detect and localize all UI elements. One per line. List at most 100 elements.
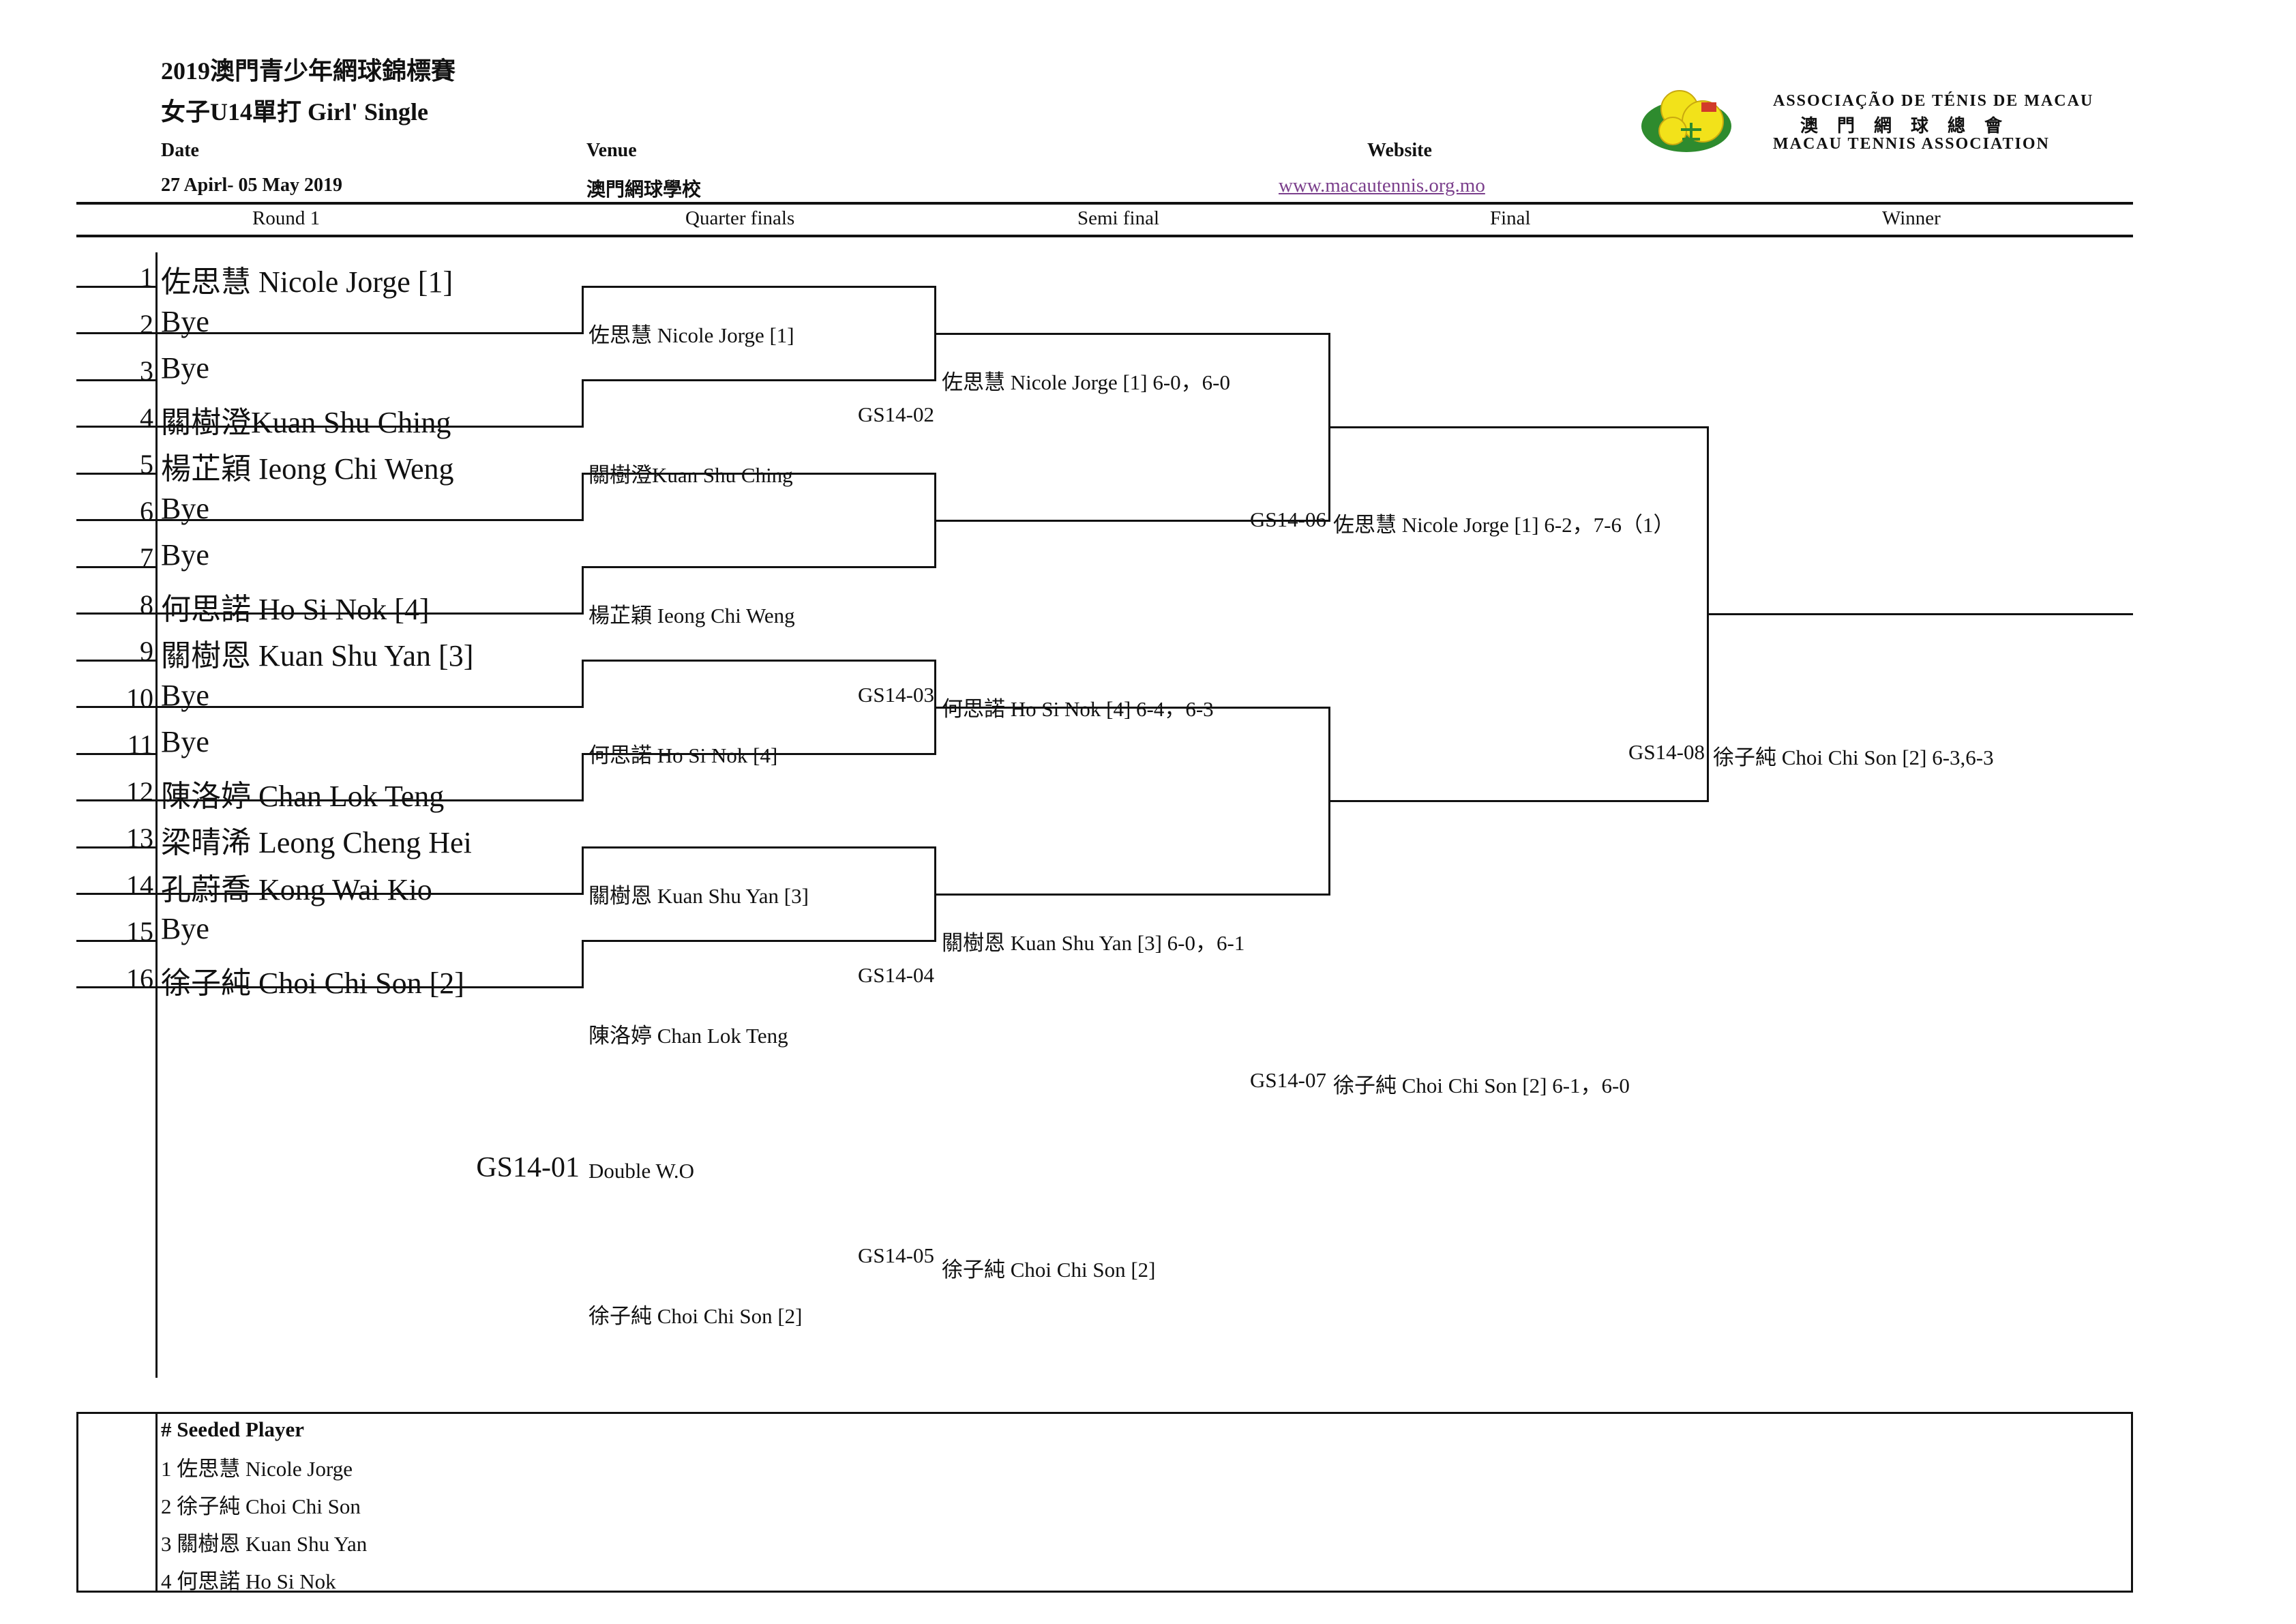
r1-pair-rule — [76, 799, 584, 801]
qf-slot-6: 陳洛婷 Chan Lok Teng — [588, 1024, 788, 1048]
r1-row-rule — [76, 846, 155, 848]
r1-pair-rule — [76, 332, 584, 334]
sf-slot-4: 徐子純 Choi Chi Son [2] — [942, 1258, 1156, 1282]
r1-seed-number: 2 — [140, 308, 153, 340]
r1-pair-connector — [582, 753, 584, 801]
r1-player-name: 關樹澄Kuan Shu Ching — [161, 405, 451, 439]
sf-slot-2: 何思諾 Ho Si Nok [4] 6-4，6-3 — [942, 697, 1214, 721]
date-label: Date — [161, 140, 199, 161]
match-code-gs14-01: GS14-01 — [476, 1152, 580, 1183]
sf-rule — [934, 894, 1330, 896]
org-name-pt: ASSOCIAÇÃO DE TÉNIS DE MACAU — [1773, 92, 2094, 110]
r1-seed-number: 9 — [140, 636, 153, 666]
sf-rule — [934, 707, 1330, 709]
round-header-sf: Semi final — [1077, 207, 1160, 229]
r1-pair-connector — [582, 473, 584, 521]
r1-pair-connector — [582, 566, 584, 615]
seeded-player-1: 1 佐思慧 Nicole Jorge — [161, 1457, 353, 1481]
qf-rule — [582, 473, 936, 475]
seeded-box — [76, 1412, 2133, 1593]
r1-seed-number: 15 — [126, 916, 153, 947]
website-link[interactable]: www.macautennis.org.mo — [1279, 175, 1485, 196]
qf-rule — [582, 379, 936, 381]
qf-rule — [582, 753, 936, 755]
r1-row-rule — [76, 286, 155, 288]
round-header-winner: Winner — [1882, 207, 1941, 229]
r1-player-name: Bye — [161, 725, 209, 758]
header-top-rule — [76, 202, 2133, 205]
r1-player-name: 何思諾 Ho Si Nok [4] — [161, 592, 430, 626]
r1-pair-rule — [76, 426, 584, 428]
r1-player-name: 關樹恩 Kuan Shu Yan [3] — [161, 639, 474, 673]
qf-rule — [582, 660, 936, 662]
r1-pair-connector — [582, 940, 584, 988]
qf-rule — [582, 566, 936, 568]
qf-slot-1: 佐思慧 Nicole Jorge [1] — [588, 323, 794, 347]
match-code-gs14-08: GS14-08 — [1628, 740, 1705, 764]
r1-seed-number: 4 — [140, 402, 153, 433]
r1-seed-number: 10 — [126, 682, 153, 713]
date-value: 27 Apirl- 05 May 2019 — [161, 175, 342, 196]
r1-player-name: 徐子純 Choi Chi Son [2] — [161, 966, 464, 1000]
match-code-gs14-04: GS14-04 — [858, 963, 934, 987]
r1-pair-rule — [76, 519, 584, 521]
r1-seed-number: 16 — [126, 962, 153, 994]
r1-player-name: Bye — [161, 538, 209, 572]
r1-player-name: Bye — [161, 912, 209, 945]
match-code-gs14-03: GS14-03 — [858, 683, 934, 707]
r1-seed-number: 13 — [126, 823, 153, 853]
r1-seed-number: 7 — [140, 542, 153, 573]
final-slot-2: 徐子純 Choi Chi Son [2] 6-1，6-0 — [1333, 1074, 1630, 1097]
seeded-player-4: 4 何思諾 Ho Si Nok — [161, 1569, 336, 1593]
r1-pair-connector — [582, 846, 584, 895]
seeded-player-3: 3 關樹恩 Kuan Shu Yan — [161, 1532, 368, 1556]
qf-rule — [582, 286, 936, 288]
r1-row-rule — [76, 753, 155, 755]
venue-value: 澳門網球學校 — [586, 179, 702, 201]
r1-pair-connector — [582, 286, 584, 334]
r1-pair-connector — [582, 660, 584, 708]
venue-label: Venue — [586, 140, 637, 161]
match-code-gs14-05: GS14-05 — [858, 1243, 934, 1267]
r1-row-rule — [76, 660, 155, 662]
qf-slot-8: 徐子純 Choi Chi Son [2] — [588, 1304, 803, 1328]
sf-slot-3: 關樹恩 Kuan Shu Yan [3] 6-0，6-1 — [942, 931, 1245, 955]
round-header-qf: Quarter finals — [685, 207, 795, 229]
draw-left-rule — [155, 252, 158, 1378]
match-code-gs14-02: GS14-02 — [858, 402, 934, 426]
r1-seed-number: 5 — [140, 449, 153, 479]
header-bottom-rule — [76, 235, 2133, 237]
tournament-title: 2019澳門青少年網球錦標賽 — [161, 57, 456, 85]
qf-slot-5: 關樹恩 Kuan Shu Yan [3] — [588, 884, 809, 908]
sf-rule — [934, 333, 1330, 335]
r1-pair-rule — [76, 893, 584, 895]
sf-slot-1: 佐思慧 Nicole Jorge [1] 6-0，6-0 — [942, 370, 1231, 394]
final-slot-1: 佐思慧 Nicole Jorge [1] 6-2，7-6（1） — [1333, 513, 1675, 537]
org-name-cn: 澳門網球總會 — [1800, 116, 2022, 136]
r1-row-rule — [76, 566, 155, 568]
r1-seed-number: 3 — [140, 355, 153, 386]
r1-seed-number: 8 — [140, 589, 153, 620]
match-code-gs14-06: GS14-06 — [1250, 507, 1326, 531]
r1-player-name: 梁晴浠 Leong Cheng Hei — [161, 826, 472, 859]
event-subtitle: 女子U14單打 Girl' Single — [161, 98, 429, 126]
qf-slot-4: 何思諾 Ho Si Nok [4] — [588, 743, 778, 767]
r1-player-name: 楊芷穎 Ieong Chi Weng — [161, 452, 454, 486]
r1-pair-connector — [582, 379, 584, 428]
org-name-en: MACAU TENNIS ASSOCIATION — [1773, 135, 2050, 153]
r1-row-rule — [76, 379, 155, 381]
r1-bottom-rule — [76, 986, 584, 988]
round-header-final: Final — [1490, 207, 1531, 229]
round-header-r1: Round 1 — [252, 207, 320, 229]
match-code-gs14-07: GS14-07 — [1250, 1068, 1326, 1092]
tennis-balls-logo-icon — [1640, 82, 1735, 157]
qf-slot-2: 關樹澄Kuan Shu Ching — [588, 463, 793, 487]
qf-slot-3: 楊芷穎 Ieong Chi Weng — [588, 604, 795, 628]
final-rule — [1328, 800, 1707, 802]
r1-player-name: Bye — [161, 351, 209, 385]
r1-player-name: 佐思慧 Nicole Jorge [1] — [161, 265, 453, 299]
r1-player-name: 陳洛婷 Chan Lok Teng — [161, 779, 445, 813]
seeded-player-2: 2 徐子純 Choi Chi Son — [161, 1494, 361, 1518]
qf-slot-7: Double W.O — [588, 1159, 694, 1183]
qf-rule — [582, 940, 936, 942]
